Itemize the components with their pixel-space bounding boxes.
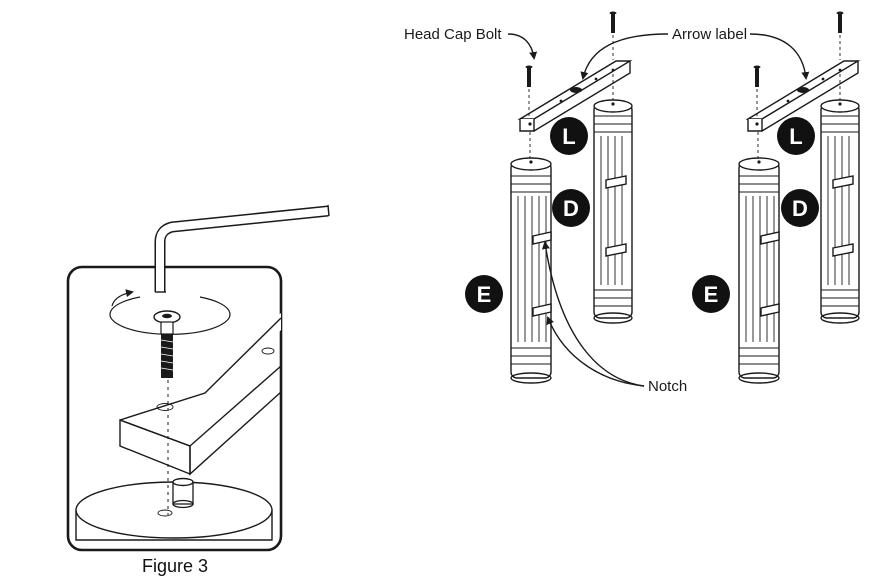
leader-arrow-icon (749, 33, 810, 80)
allen-key-icon (154, 204, 330, 293)
head-cap-bolt (836, 11, 844, 33)
label-arrow-label: Arrow label (672, 26, 747, 43)
rail-l (517, 60, 633, 132)
assembly-group-2: L D E (692, 11, 861, 384)
leg-back (820, 99, 860, 324)
figure-caption: Figure 3 (142, 556, 208, 576)
head-cap-bolt-detail (153, 310, 181, 378)
leader-arrow-icon (580, 33, 669, 80)
head-cap-bolt (753, 65, 761, 87)
head-cap-bolt (609, 11, 617, 33)
assembly-group-1: L D E (465, 11, 633, 384)
callout-arrow-label: Arrow label (580, 26, 810, 80)
label-head-cap-bolt: Head Cap Bolt (404, 26, 502, 43)
leg-top-cylinder (75, 477, 273, 541)
svg-text:E: E (477, 282, 492, 307)
leg-back (593, 99, 633, 324)
callout-head-cap-bolt: Head Cap Bolt (404, 26, 538, 60)
svg-text:D: D (563, 196, 579, 221)
rail-l (745, 60, 861, 132)
badge-l: L (550, 117, 588, 155)
svg-text:E: E (704, 282, 719, 307)
rotation-arrow-icon (109, 289, 231, 335)
leader-arrow-icon (507, 33, 538, 60)
svg-text:D: D (792, 196, 808, 221)
label-notch: Notch (648, 378, 687, 395)
leg-front (510, 157, 552, 384)
leg-front (738, 157, 780, 384)
badge-d: D (781, 189, 819, 227)
svg-text:L: L (562, 124, 575, 149)
svg-text:L: L (789, 124, 802, 149)
leader-arrow-icon (546, 316, 645, 387)
badge-l: L (777, 117, 815, 155)
figure-3-detail: Figure 3 (66, 204, 330, 576)
badge-e: E (692, 275, 730, 313)
badge-d: D (552, 189, 590, 227)
callout-notch: Notch (541, 241, 687, 395)
badge-e: E (465, 275, 503, 313)
leader-arrow-icon (541, 241, 645, 387)
rail-block (119, 313, 282, 476)
head-cap-bolt (525, 65, 533, 87)
